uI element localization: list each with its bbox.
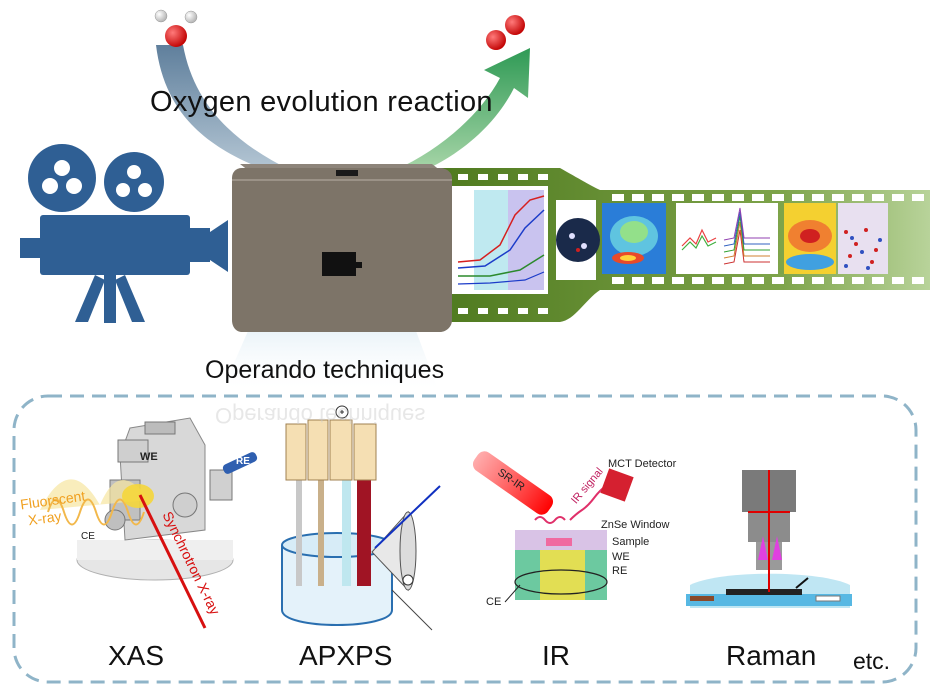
film-perforations (458, 174, 924, 314)
ir-ce-label: CE (486, 596, 502, 608)
technique-label-raman: Raman (726, 640, 817, 671)
ir-re-label: RE (612, 565, 628, 577)
film-frame-curves (452, 186, 548, 294)
black-box-icon (232, 164, 452, 332)
film-frame-globe (556, 200, 600, 280)
reactant-arrow (156, 45, 290, 170)
techniques-panel (12, 394, 918, 684)
apxps-apparatus (281, 405, 441, 631)
subtitle-reflection: Operando techniques (215, 403, 426, 428)
movie-camera-icon (20, 144, 228, 323)
ir-mct-detector-label: MCT Detector (608, 458, 677, 470)
etc-label: etc. (853, 648, 891, 674)
ir-we-label: WE (612, 551, 630, 563)
xas-ce-label: CE (81, 531, 95, 542)
diagram-title: Oxygen evolution reaction (150, 86, 493, 118)
technique-label-ir: IR (542, 640, 570, 671)
raman-apparatus (686, 470, 852, 608)
film-frame-heatmap (784, 203, 888, 274)
technique-label-xas: XAS (108, 640, 165, 671)
projector-beam (220, 315, 440, 395)
ir-window-label: ZnSe Window (601, 519, 670, 531)
ir-apparatus (472, 451, 634, 603)
oxygen-molecule-icon (486, 15, 525, 50)
product-arrow (395, 48, 530, 172)
film-frame-spectra (676, 203, 778, 274)
film-strip (440, 168, 930, 322)
ir-sample-label: Sample (612, 536, 650, 548)
xas-we-label: WE (140, 451, 158, 463)
xas-apparatus (40, 417, 258, 629)
film-frame-contour (602, 203, 666, 274)
diagram-subtitle: Operando techniques (205, 356, 445, 384)
reaction-arrows (156, 45, 530, 172)
water-molecule-icon (154, 9, 198, 47)
technique-label-apxps: APXPS (299, 640, 393, 671)
xas-re-label: RE (236, 456, 250, 467)
